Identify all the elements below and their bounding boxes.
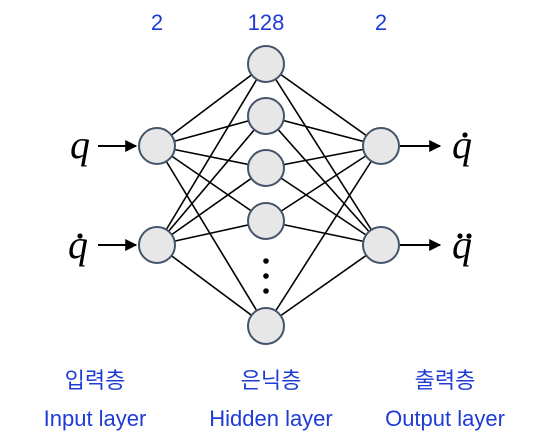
ellipsis-dot-2 <box>263 273 269 279</box>
edge-hidden-5-output-2 <box>265 244 382 327</box>
edge-hidden-1-output-2 <box>265 63 382 246</box>
input-label-qdot-text: q <box>68 222 88 267</box>
input-node-1 <box>138 127 176 165</box>
qdot-dot-mark <box>77 233 83 239</box>
output-layer-label-ko: 출력층 <box>415 369 476 394</box>
output-layer-label-en: Output layer <box>385 406 505 431</box>
hidden-node-last <box>247 307 285 345</box>
edge-hidden-4-output-1 <box>265 145 382 222</box>
edge-input-2-hidden-3 <box>156 167 267 246</box>
edge-input-2-hidden-2 <box>156 115 267 246</box>
edge-input-2-hidden-1 <box>156 63 267 246</box>
qddot-dot-mark-1 <box>457 233 463 239</box>
ellipsis-dot-1 <box>263 258 269 264</box>
output-label-qdot: q <box>452 122 472 167</box>
edge-input-2-hidden-5 <box>156 244 267 327</box>
input-layer-count: 2 <box>151 10 163 35</box>
output-label-qddot-text: q <box>452 222 472 267</box>
connection-edges <box>156 63 382 327</box>
hidden-node-2 <box>247 97 285 135</box>
input-layer-label-ko: 입력층 <box>65 369 126 394</box>
edge-hidden-5-output-1 <box>265 145 382 327</box>
hidden-layer-label-ko: 은닉층 <box>241 369 302 394</box>
input-layer-label-en: Input layer <box>44 406 147 431</box>
qdot-dot-mark <box>462 132 468 138</box>
output-node-2 <box>362 226 400 264</box>
input-label-qdot: q <box>68 222 88 267</box>
edge-input-1-hidden-1 <box>156 63 267 147</box>
hidden-node-3 <box>247 149 285 187</box>
output-node-1 <box>362 127 400 165</box>
input-label-q: q <box>70 122 90 167</box>
hidden-ellipsis <box>263 258 269 294</box>
qddot-dot-mark-2 <box>466 233 472 239</box>
ellipsis-dot-3 <box>263 288 269 294</box>
edge-input-1-hidden-5 <box>156 145 267 327</box>
output-label-qddot: q <box>452 222 472 267</box>
hidden-node-1 <box>247 45 285 83</box>
hidden-layer-count: 128 <box>248 10 285 35</box>
output-label-qdot-text: q <box>452 122 472 167</box>
output-layer-count: 2 <box>375 10 387 35</box>
edge-input-1-hidden-4 <box>156 145 267 222</box>
edge-hidden-3-output-2 <box>265 167 382 246</box>
input-node-2 <box>138 226 176 264</box>
edge-hidden-3-output-1 <box>265 145 382 169</box>
edge-hidden-4-output-2 <box>265 220 382 246</box>
hidden-node-4 <box>247 202 285 240</box>
edge-hidden-1-output-1 <box>265 63 382 147</box>
edge-hidden-2-output-1 <box>265 115 382 147</box>
edge-hidden-2-output-2 <box>265 115 382 246</box>
hidden-layer-label-en: Hidden layer <box>209 406 333 431</box>
